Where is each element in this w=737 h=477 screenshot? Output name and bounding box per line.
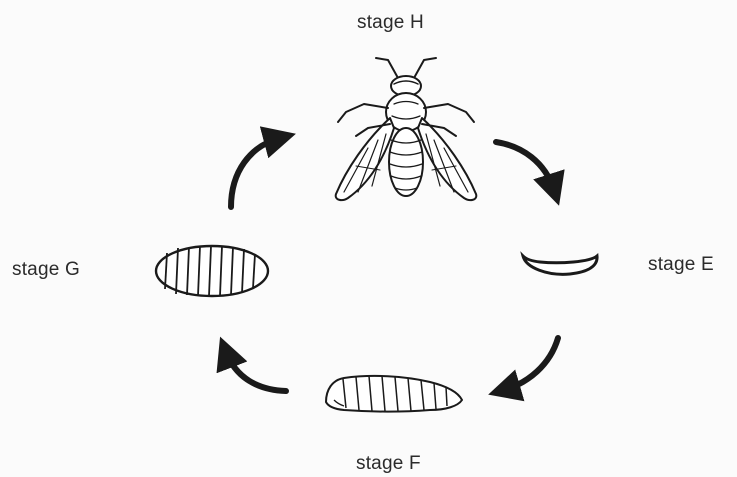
arrow-f-to-g <box>226 352 286 391</box>
adult-fly-icon <box>336 58 477 200</box>
stage-f-label: stage F <box>356 453 421 475</box>
stage-e-label: stage E <box>648 254 714 276</box>
stage-g-label: stage G <box>12 259 80 281</box>
larva-icon <box>326 376 462 412</box>
stage-h-label: stage H <box>357 12 424 34</box>
arrow-h-to-e <box>496 142 554 190</box>
egg-icon <box>523 256 597 274</box>
arrow-g-to-h <box>231 138 280 207</box>
arrow-e-to-f <box>504 338 558 390</box>
pupa-icon <box>156 246 268 296</box>
